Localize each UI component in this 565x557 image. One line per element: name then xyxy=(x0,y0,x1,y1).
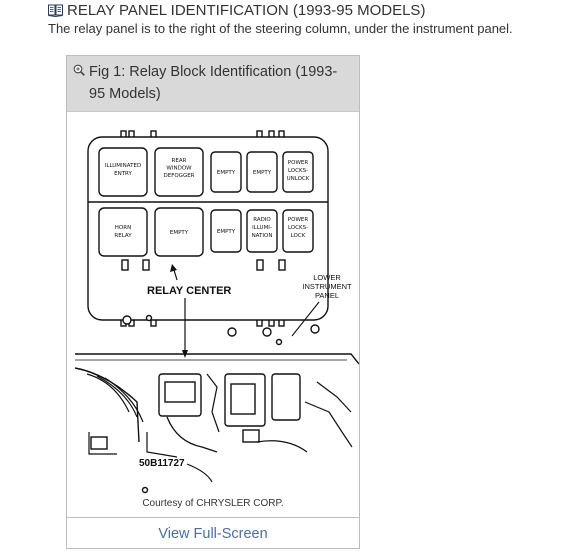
book-icon xyxy=(48,4,63,17)
figure-credit: Courtesy of CHRYSLER CORP. xyxy=(142,498,284,509)
relay-empty-bottom-large[interactable]: EMPTY xyxy=(154,207,204,257)
zoom-in-icon[interactable] xyxy=(73,64,85,76)
view-full-screen-link[interactable]: View Full-Screen xyxy=(158,525,268,542)
figure-header: Fig 1: Relay Block Identification (1993-… xyxy=(67,56,359,112)
figure-card: Fig 1: Relay Block Identification (1993-… xyxy=(66,55,360,549)
relay-empty-bottom-small[interactable]: EMPTY xyxy=(210,209,242,253)
section-title: RELAY PANEL IDENTIFICATION (1993-95 MODE… xyxy=(67,1,426,19)
figure-code: 50B11727 xyxy=(139,458,185,469)
instrument-panel-drawing xyxy=(74,314,359,494)
relay-empty-top-1[interactable]: EMPTY xyxy=(210,151,242,193)
section-description: The relay panel is to the right of the s… xyxy=(48,21,513,36)
figure-title: Fig 1: Relay Block Identification (1993-… xyxy=(89,64,338,102)
svg-text:EMPTY: EMPTY xyxy=(253,170,272,176)
figure-footer: View Full-Screen xyxy=(67,517,359,549)
callout-relay-center: RELAY CENTER xyxy=(147,285,231,297)
section-heading: RELAY PANEL IDENTIFICATION (1993-95 MODE… xyxy=(48,1,425,19)
svg-text:EMPTY: EMPTY xyxy=(217,229,236,235)
relay-empty-top-2[interactable]: EMPTY xyxy=(246,151,278,193)
svg-text:EMPTY: EMPTY xyxy=(217,170,236,176)
svg-text:EMPTY: EMPTY xyxy=(170,230,189,236)
